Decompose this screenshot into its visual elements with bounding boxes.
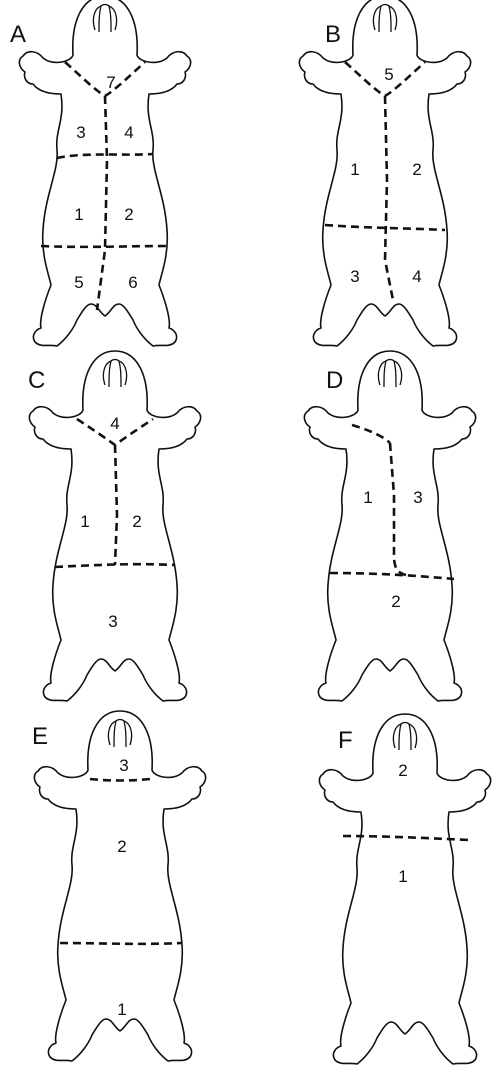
region-label: 3 [119,756,128,775]
region-label: 1 [80,512,89,531]
region-label: 1 [350,160,359,179]
region-label: 3 [350,267,359,286]
pelt-outline [29,351,200,701]
region-label: 6 [128,273,137,292]
region-label: 1 [398,867,407,886]
panel-letter-d: D [326,367,343,394]
region-label: 2 [412,160,421,179]
region-label: 2 [117,837,126,856]
region-label: 1 [117,1000,126,1019]
region-label: 3 [76,123,85,142]
region-label: 5 [384,65,393,84]
region-label: 2 [391,592,400,611]
panel-b: 5 1 2 3 4 [299,0,470,346]
region-label: 4 [110,414,119,433]
region-label: 3 [108,612,117,631]
panel-letter-f: F [338,727,353,754]
panel-a: 7 3 4 1 2 5 6 [19,0,190,346]
region-label: 2 [398,761,407,780]
region-label: 4 [124,123,133,142]
region-label: 2 [124,205,133,224]
panel-e: 3 2 1 [34,711,205,1061]
region-label: 5 [74,273,83,292]
pelt-outline [299,0,470,346]
region-label: 2 [132,512,141,531]
pelt-outline [304,351,475,701]
region-label: 3 [413,488,422,507]
region-label: 7 [106,73,115,92]
panel-c: 4 1 2 3 [29,351,200,701]
region-label: 4 [412,267,421,286]
panel-letter-a: A [10,21,26,48]
panel-d: 1 3 2 [304,351,475,701]
panel-f: 2 1 [319,714,490,1064]
region-label: 1 [74,205,83,224]
panel-letter-c: C [28,367,45,394]
panel-letter-e: E [32,723,48,750]
pelt-outline [19,0,190,346]
region-label: 1 [363,488,372,507]
panel-letter-b: B [325,21,341,48]
